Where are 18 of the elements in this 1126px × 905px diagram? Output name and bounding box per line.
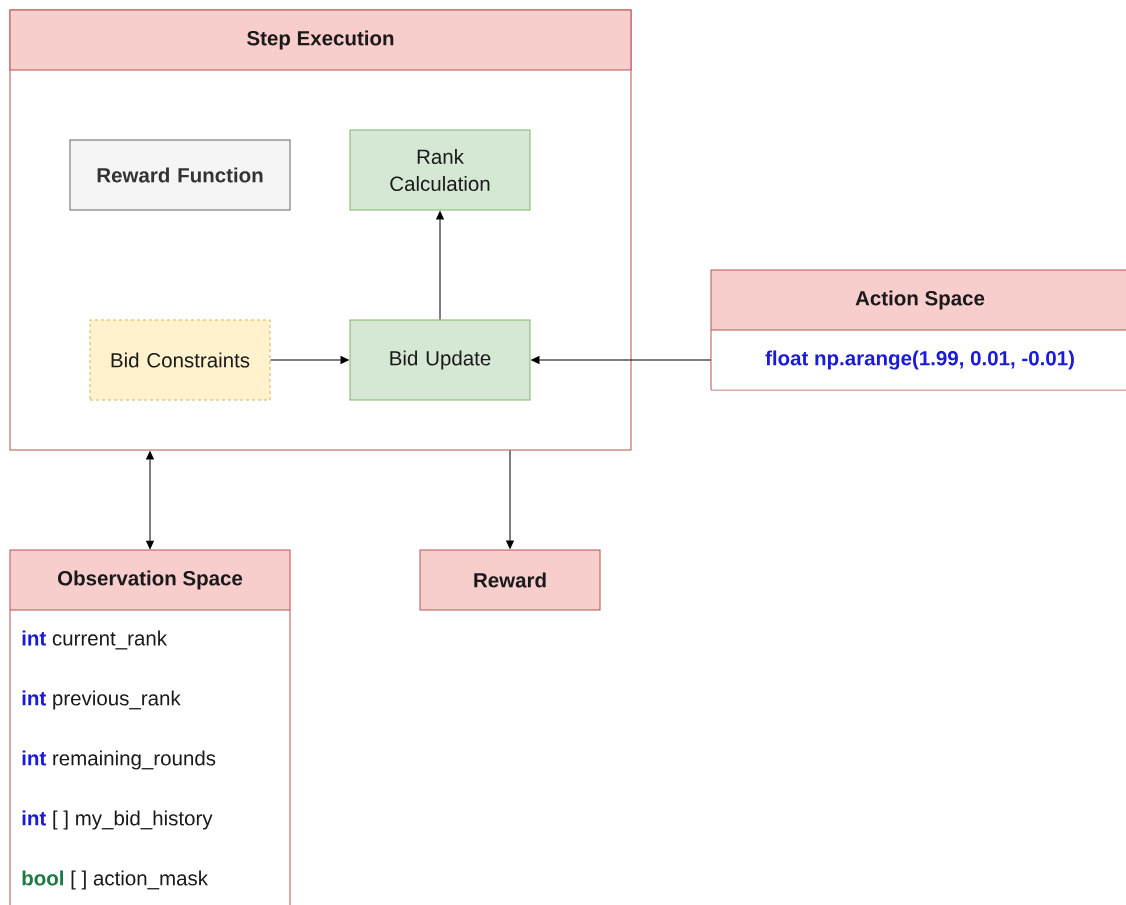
arrow xyxy=(436,211,444,320)
node-label: bool [ ] action_mask xyxy=(22,870,209,890)
node-label: int previous_rank xyxy=(22,690,181,710)
class-box: Observation Space int current_rank int previous_rank int remaining_rounds int [ ] my_bid_history bool [ ] action_mask xyxy=(9,549,291,905)
process-box: Rank Calculation xyxy=(349,129,531,211)
node-label: int remaining_rounds xyxy=(22,750,216,770)
process-box: Bid Update xyxy=(349,319,531,401)
arrow xyxy=(506,450,514,549)
process-box: Bid Constraints xyxy=(89,319,271,401)
class-box: Action Space float np.arange(1.99, 0.01, -0.01) xyxy=(710,269,1126,391)
process-box: Reward xyxy=(419,549,601,611)
node-label: float np.arange(1.99, 0.01, -0.01) xyxy=(765,350,1074,370)
process-box: Reward Function xyxy=(69,139,291,211)
arrow xyxy=(531,356,712,364)
node-label: int [ ] my_bid_history xyxy=(22,810,213,830)
node-label: int current_rank xyxy=(22,630,168,650)
arrow xyxy=(146,451,154,550)
arrow xyxy=(270,356,349,364)
